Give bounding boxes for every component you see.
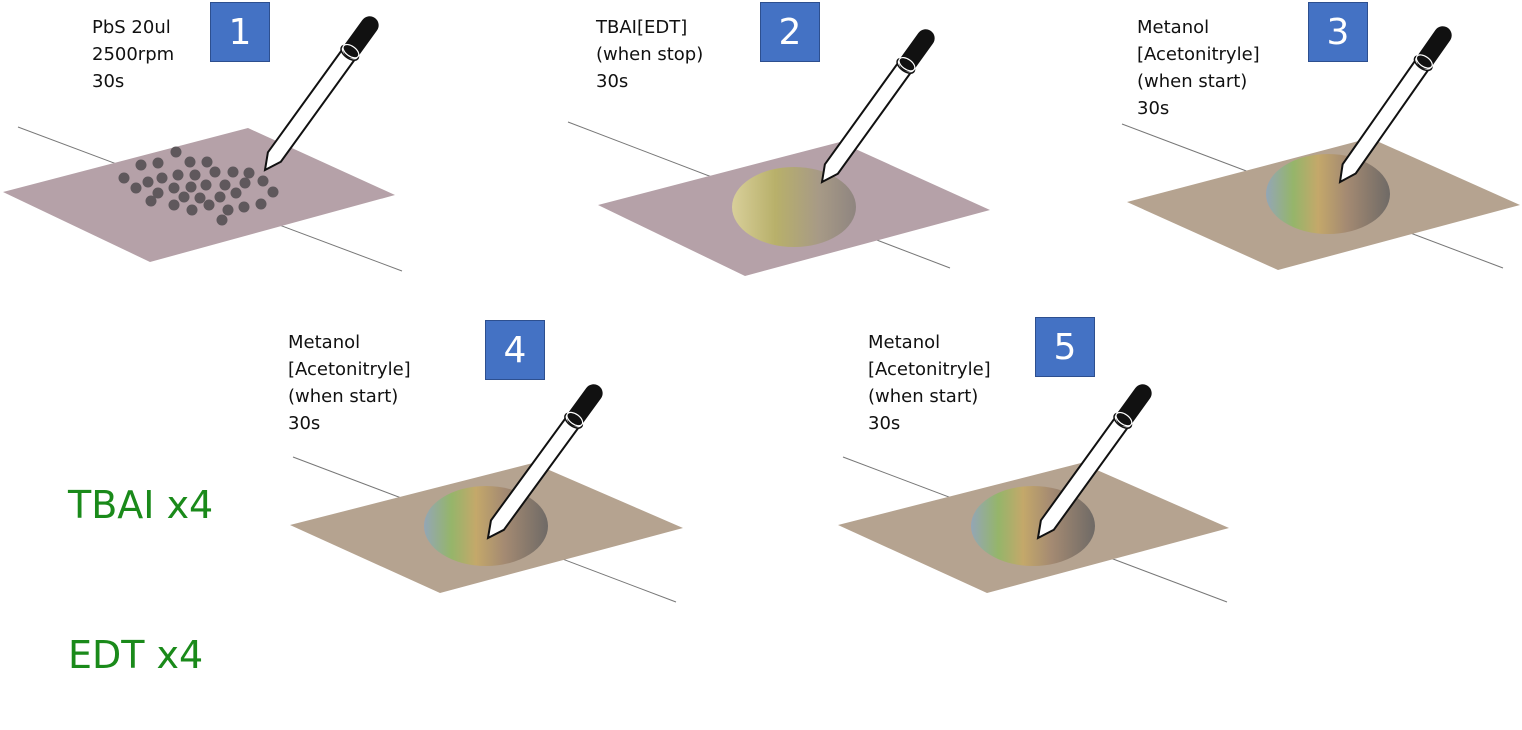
step-4-label: Metanol [Acetonitryle] (when start) 30s <box>288 329 411 437</box>
dropper-ring <box>566 411 584 427</box>
step-label-line: 30s <box>288 413 321 434</box>
pbs-droplet <box>130 182 142 194</box>
dropper-ring <box>342 43 360 59</box>
dropper-bulb <box>1116 384 1152 427</box>
dropper-ring <box>1415 54 1433 69</box>
step-4-illustration <box>290 384 683 603</box>
pbs-droplet <box>219 179 231 191</box>
pbs-droplet <box>135 159 147 171</box>
step-1-badge: 1 <box>210 2 270 62</box>
dropper-ring <box>1115 411 1133 427</box>
pbs-droplet <box>172 169 184 181</box>
dropper-bulb <box>1416 26 1452 69</box>
side-note-edt: EDT x4 <box>68 633 204 677</box>
film-spot <box>424 486 548 566</box>
pbs-droplet <box>152 187 164 199</box>
step-label-line: (when start) <box>868 386 979 407</box>
pbs-droplet <box>184 156 196 168</box>
film-spot <box>732 167 856 247</box>
pbs-droplet <box>145 195 157 207</box>
side-note-tbai: TBAI x4 <box>68 483 214 527</box>
pbs-droplet <box>185 181 197 193</box>
pbs-droplet <box>186 204 198 216</box>
step-label-line: TBAI[EDT] <box>596 17 688 38</box>
step-label-line: (when start) <box>1137 71 1248 92</box>
dropper-ring <box>898 56 916 72</box>
pbs-droplet <box>194 192 206 204</box>
pbs-droplet <box>168 182 180 194</box>
pbs-droplet <box>239 177 251 189</box>
step-1-illustration <box>3 16 403 272</box>
step-4-badge: 4 <box>485 320 545 380</box>
step-label-line: 2500rpm <box>92 44 175 65</box>
dropper-bulb <box>343 16 379 59</box>
step-label-line: PbS 20ul <box>92 17 171 38</box>
pbs-droplet <box>209 166 221 178</box>
pbs-droplet <box>118 172 130 184</box>
step-5-badge: 5 <box>1035 317 1095 377</box>
dropper-bulb <box>899 29 935 72</box>
pbs-droplet <box>257 175 269 187</box>
step-label-line: Metanol <box>1137 17 1210 38</box>
side-note: TBAI x4 EDT x4 <box>68 380 213 730</box>
step-label-line: 30s <box>92 71 125 92</box>
step-label-line: 30s <box>868 413 901 434</box>
pbs-droplet <box>203 199 215 211</box>
process-diagram <box>3 16 1520 603</box>
pbs-droplet <box>238 201 250 213</box>
step-2-illustration <box>567 29 990 276</box>
pbs-droplet <box>267 186 279 198</box>
step-5-illustration <box>838 384 1229 603</box>
step-label-line: [Acetonitryle] <box>1137 44 1260 65</box>
step-label-line: 30s <box>596 71 629 92</box>
step-3-badge: 3 <box>1308 2 1368 62</box>
dropper-tube <box>263 46 358 172</box>
pbs-droplet <box>216 214 228 226</box>
pbs-droplet <box>152 157 164 169</box>
pbs-droplet <box>142 176 154 188</box>
step-label-line: (when start) <box>288 386 399 407</box>
step-label-line: Metanol <box>868 332 941 353</box>
step-3-label: Metanol [Acetonitryle] (when start) 30s <box>1137 14 1260 122</box>
step-label-line: 30s <box>1137 98 1170 119</box>
pbs-droplet <box>222 204 234 216</box>
dropper-bulb <box>566 384 603 427</box>
pbs-droplet <box>227 166 239 178</box>
step-2-label: TBAI[EDT] (when stop) 30s <box>596 14 703 95</box>
step-3-illustration <box>1121 26 1520 270</box>
pbs-droplet <box>201 156 213 168</box>
pbs-droplet <box>189 169 201 181</box>
pbs-droplet <box>168 199 180 211</box>
pbs-droplet <box>170 146 182 158</box>
pbs-droplet <box>214 191 226 203</box>
step-label-line: [Acetonitryle] <box>868 359 991 380</box>
pbs-droplet <box>200 179 212 191</box>
pbs-droplet <box>156 172 168 184</box>
step-label-line: [Acetonitryle] <box>288 359 411 380</box>
pbs-droplet <box>243 167 255 179</box>
step-5-label: Metanol [Acetonitryle] (when start) 30s <box>868 329 991 437</box>
pbs-droplet <box>178 191 190 203</box>
step-label-line: Metanol <box>288 332 361 353</box>
film-spot <box>1266 154 1390 234</box>
step-2-badge: 2 <box>760 2 820 62</box>
step-1-label: PbS 20ul 2500rpm 30s <box>92 14 174 95</box>
pbs-droplet <box>255 198 267 210</box>
pbs-droplet <box>230 187 242 199</box>
step-label-line: (when stop) <box>596 44 704 65</box>
